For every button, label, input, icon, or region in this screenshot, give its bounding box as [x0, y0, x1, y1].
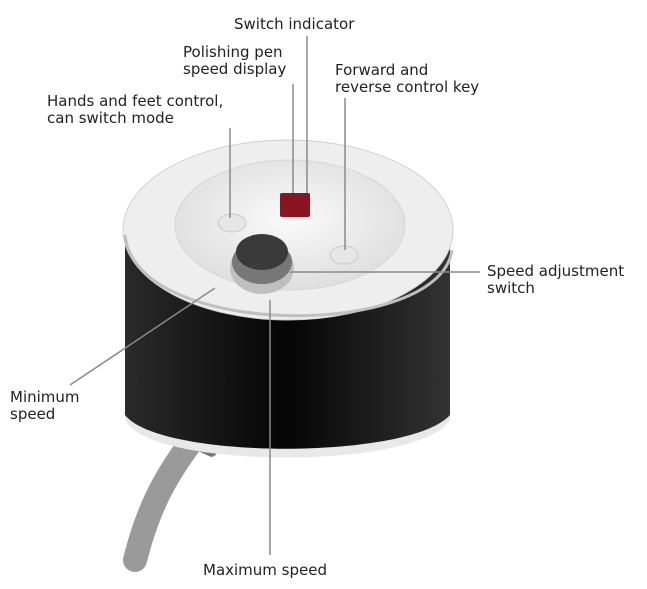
- label-forward-reverse: Forward and reverse control key: [335, 62, 479, 96]
- forward-reverse-button: [329, 245, 359, 265]
- label-line: can switch mode: [47, 109, 174, 127]
- label-line: reverse control key: [335, 78, 480, 96]
- label-switch-indicator: Switch indicator: [234, 15, 355, 33]
- label-speed-display: Polishing pen speed display: [183, 44, 286, 78]
- hands-feet-button: [217, 213, 247, 233]
- label-line: switch: [487, 279, 535, 297]
- label-hands-feet: Hands and feet control, can switch mode: [47, 93, 223, 127]
- ring-rim: [123, 234, 454, 318]
- speed-display: [280, 193, 310, 217]
- label-line: speed: [10, 405, 56, 423]
- label-line: Speed adjustment: [487, 262, 625, 280]
- label-line: Polishing pen: [183, 43, 283, 61]
- label-line: Hands and feet control,: [47, 92, 224, 110]
- label-maximum-speed: Maximum speed: [203, 561, 327, 579]
- label-minimum-speed: Minimum speed: [10, 389, 80, 423]
- callout-lines: [69, 36, 480, 555]
- speed-knob: [230, 234, 294, 294]
- label-line: Minimum: [10, 388, 80, 406]
- label-speed-adjustment: Speed adjustment switch: [487, 263, 624, 297]
- label-line: speed display: [183, 60, 287, 78]
- label-line: Forward and: [335, 61, 429, 79]
